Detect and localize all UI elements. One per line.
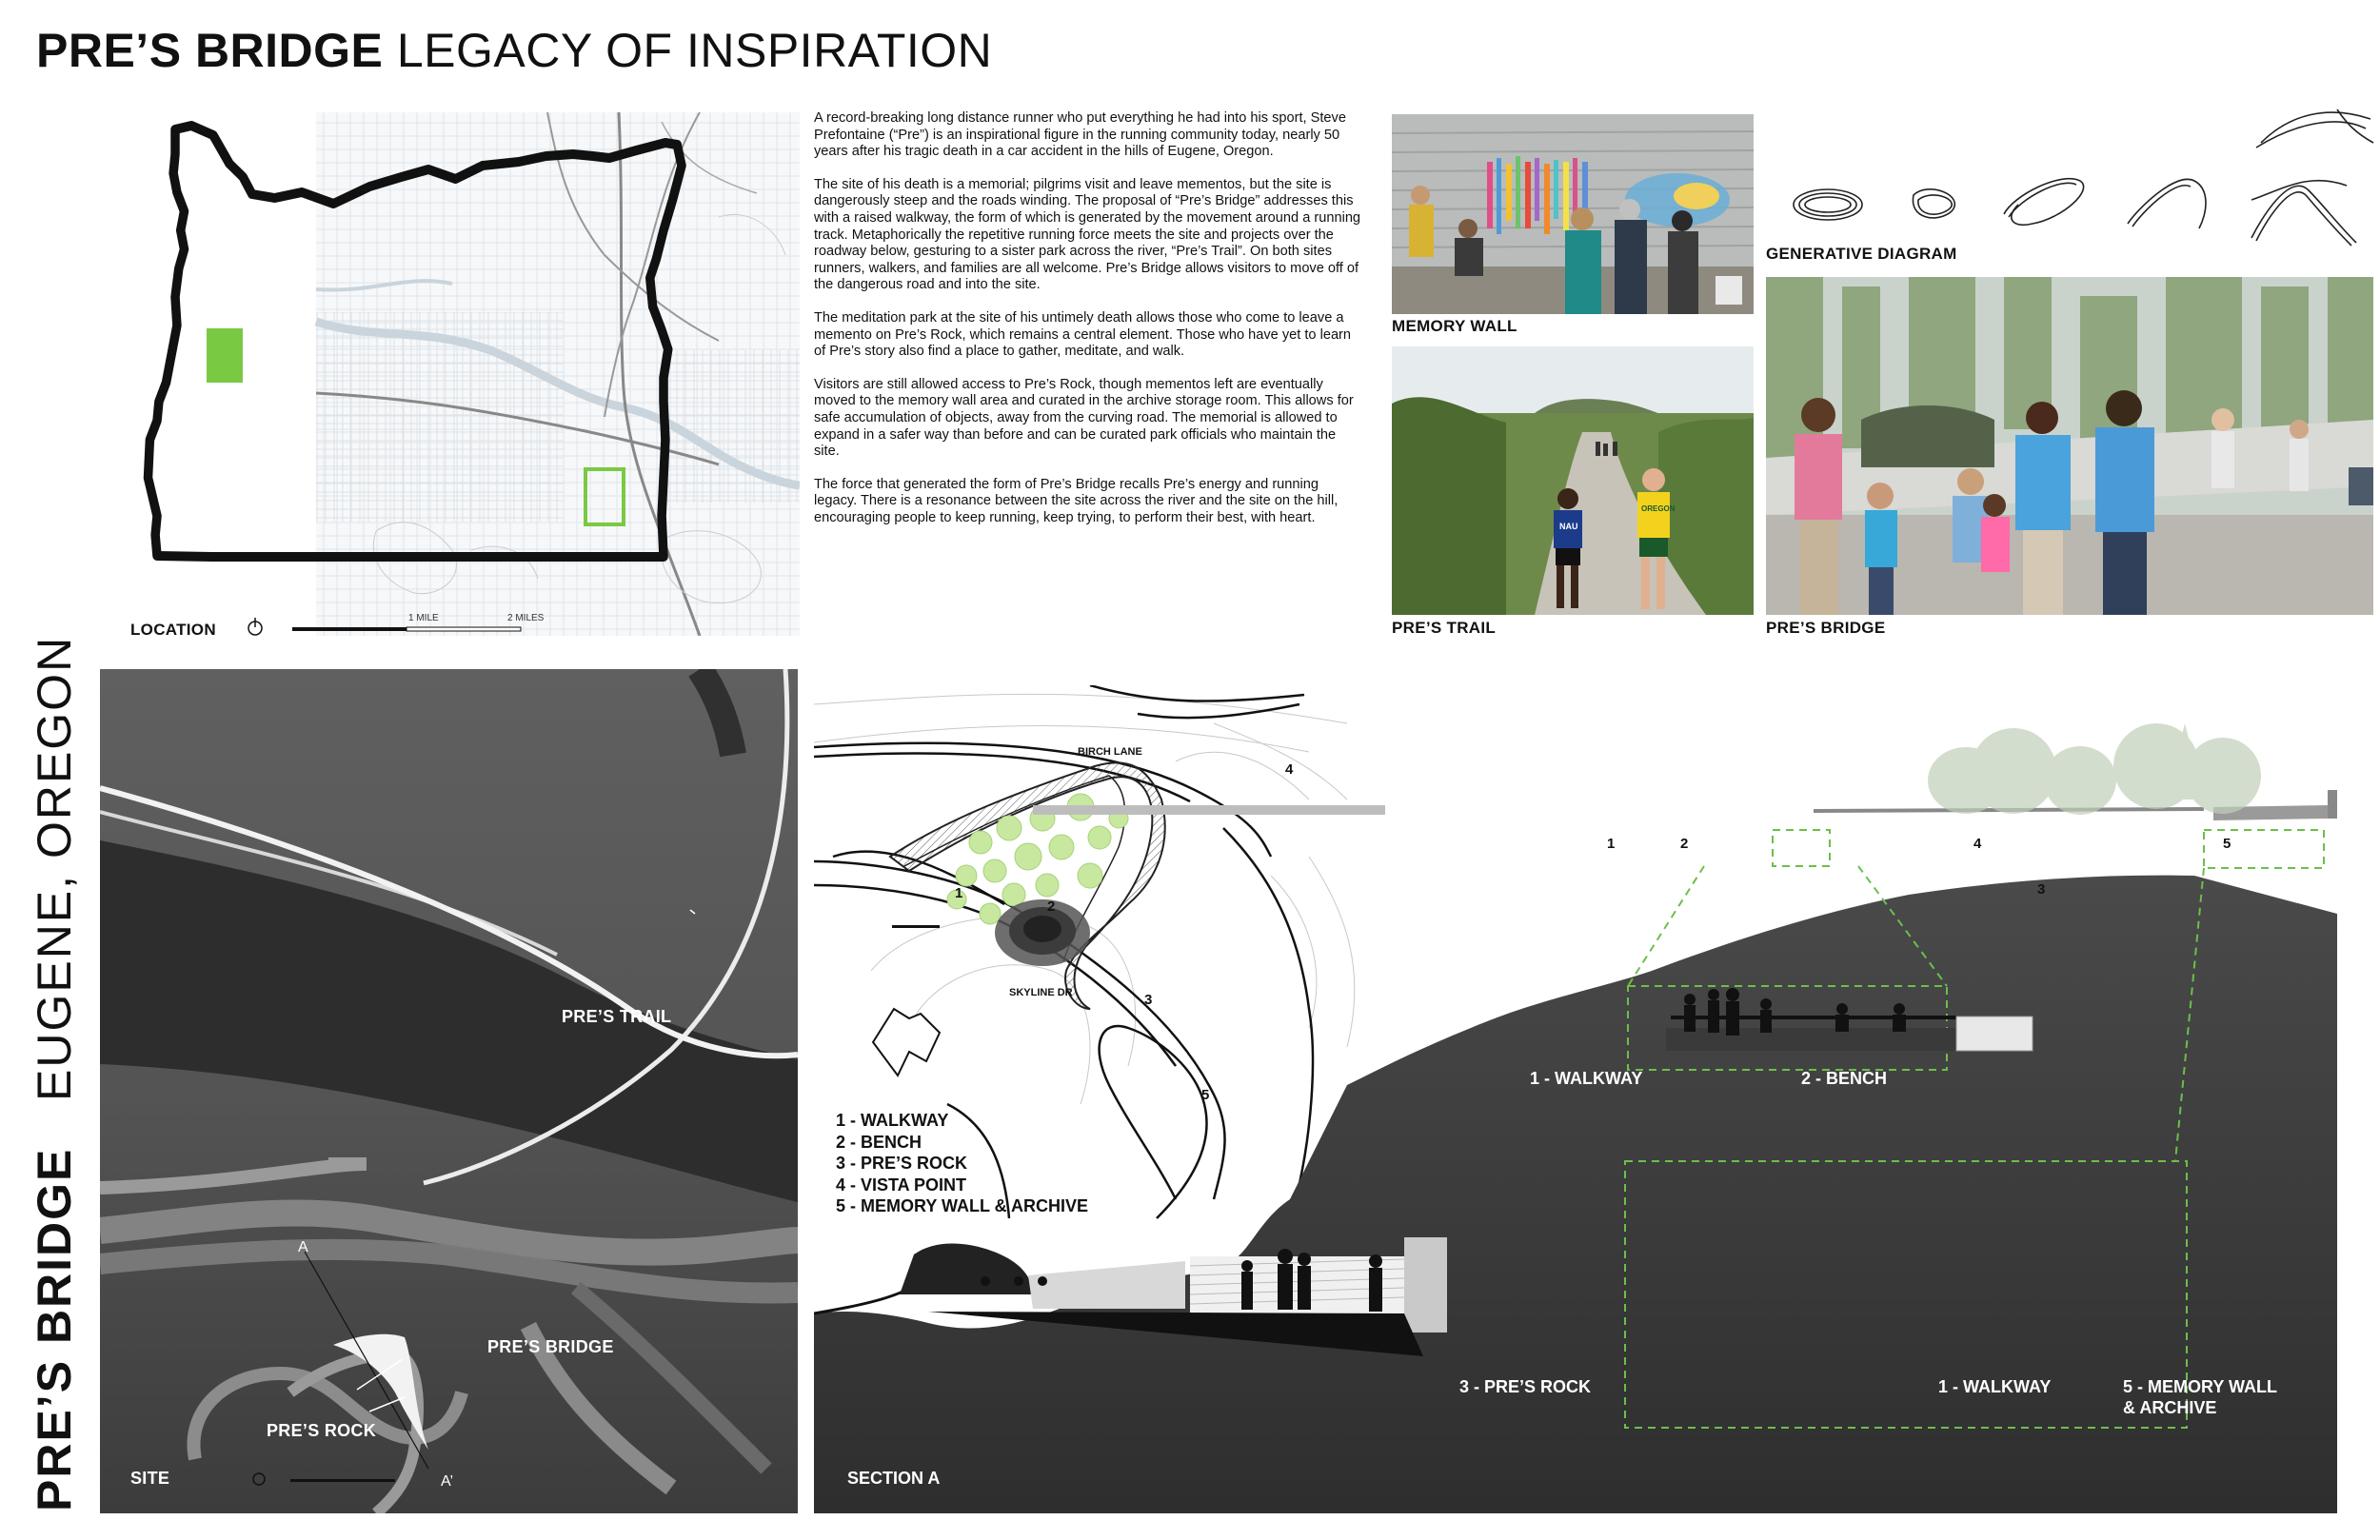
narrative-paragraph: The force that generated the form of Pre… (814, 476, 1339, 525)
runner-right: OREGON (1637, 468, 1676, 609)
section-line (304, 1251, 429, 1470)
city-vertical-title: EUGENE, OREGON (28, 635, 81, 1101)
shirt-text-left: NAU (1559, 522, 1578, 531)
site-plan-graphic: A A’ (100, 669, 798, 1513)
section-a-caption: SECTION A (847, 1469, 941, 1488)
section-mark-top: A (298, 1239, 308, 1255)
legend-item: 3 - PRE’S ROCK (836, 1154, 968, 1173)
section-bench-label: 2 - BENCH (1801, 1069, 1888, 1088)
diagram-step-4 (2127, 178, 2207, 229)
pres-trail-label: PRE’S TRAIL (562, 1007, 672, 1026)
section-pres-rock-label: 3 - PRE’S ROCK (1459, 1377, 1592, 1396)
scale-bar (292, 627, 407, 631)
section-mark-bottom: A’ (441, 1473, 453, 1490)
section-number-3: 3 (2037, 881, 2046, 898)
section-number-1: 1 (1607, 836, 1616, 852)
plan-number-3: 3 (1144, 992, 1153, 1008)
section-walkway-label: 1 - WALKWAY (1530, 1069, 1643, 1088)
section-scale-bar (892, 925, 940, 928)
plan-number-2: 2 (1047, 898, 1056, 915)
project-vertical-title: PRE’S BRIDGE (28, 1147, 81, 1511)
section-number-2: 2 (1680, 836, 1689, 852)
title-bold: PRE’S BRIDGE (36, 24, 384, 77)
section-archive-label: & ARCHIVE (2123, 1398, 2217, 1417)
memory-wall-caption: MEMORY WALL (1392, 317, 1517, 335)
scale-bar (290, 1479, 395, 1482)
river-band (100, 840, 798, 1202)
walkway-detail (1666, 988, 2033, 1052)
pres-trail-photo: NAU OREGON (1392, 346, 1754, 615)
title-rest: LEGACY OF INSPIRATION (396, 24, 993, 77)
legend-item: 4 - VISTA POINT (836, 1175, 967, 1194)
narrative-paragraph: The meditation park at the site of his u… (814, 309, 1352, 360)
plan-pres-rock (995, 899, 1090, 966)
plan-and-section-graphic (814, 685, 2337, 1513)
location-caption: LOCATION (130, 621, 216, 639)
memory-wall-detail (900, 1237, 1447, 1356)
site-caption: SITE (130, 1469, 170, 1488)
location-map: LOCATION 1 MILE 2 MILES (90, 103, 800, 639)
skyline-dr-label: SKYLINE DR (1009, 987, 1073, 998)
generative-diagram (1793, 109, 2374, 247)
section-memory-wall-label: 5 - MEMORY WALL (2123, 1377, 2277, 1396)
legend-item: 2 - BENCH (836, 1132, 922, 1152)
pres-bridge-photo (1766, 277, 2373, 615)
memory-wall-photo (1392, 114, 1754, 314)
pres-trail-caption: PRE’S TRAIL (1392, 619, 1497, 637)
plan-number-5: 5 (1201, 1087, 1210, 1103)
narrative-text: A record-breaking long distance runner w… (814, 110, 1364, 543)
legend-item: 5 - MEMORY WALL & ARCHIVE (836, 1196, 1089, 1215)
pres-rock-label: PRE’S ROCK (267, 1421, 377, 1440)
section-number-5: 5 (2223, 836, 2231, 852)
section-number-4: 4 (1973, 836, 1982, 852)
plan-number-1: 1 (955, 885, 963, 901)
diagram-step-2 (1912, 188, 1955, 219)
generative-caption: GENERATIVE DIAGRAM (1766, 245, 1957, 263)
legend-item: 1 - WALKWAY (836, 1111, 949, 1130)
pres-bridge-caption: PRE’S BRIDGE (1766, 619, 1886, 637)
north-arrow-icon (252, 1472, 266, 1486)
location-map-graphic (143, 111, 800, 636)
plan-number-4: 4 (1285, 761, 1294, 778)
bridge-shape (333, 1333, 428, 1450)
page-title: PRE’S BRIDGE LEGACY OF INSPIRATION (36, 23, 992, 78)
narrative-paragraph: The site of his death is a memorial; pil… (814, 176, 1361, 293)
diagram-step-5 (2251, 185, 2357, 244)
site-highlight (584, 467, 625, 526)
diagram-step-1 (1793, 188, 1863, 221)
plan-legend: 1 - WALKWAY 2 - BENCH 3 - PRE’S ROCK 4 -… (836, 1110, 1088, 1217)
shirt-text-right: OREGON (1641, 504, 1676, 513)
diagram-step-6 (2260, 111, 2371, 144)
diagram-step-3 (2003, 177, 2085, 226)
plan-trees (946, 793, 1129, 925)
river (314, 317, 800, 490)
narrative-paragraph: Visitors are still allowed access to Pre… (814, 376, 1354, 460)
site-locator (207, 328, 243, 383)
runner-left: NAU (1554, 488, 1582, 608)
scale-label-1: 1 MILE (408, 613, 439, 623)
site-plan: A A’ PRE’S TRAIL PRE’S BRIDGE PRE’S ROCK… (100, 669, 798, 1513)
pres-bridge-label: PRE’S BRIDGE (487, 1337, 614, 1356)
section-trees (1928, 723, 2261, 815)
section-walkway-2-label: 1 - WALKWAY (1938, 1377, 2052, 1396)
scale-label-2: 2 MILES (507, 613, 545, 623)
narrative-paragraph: A record-breaking long distance runner w… (814, 110, 1346, 160)
house-footprint (871, 1007, 942, 1077)
birch-lane-label: BIRCH LANE (1078, 746, 1142, 758)
oregon-outline (143, 121, 686, 562)
plan-bridge (888, 761, 1166, 1010)
